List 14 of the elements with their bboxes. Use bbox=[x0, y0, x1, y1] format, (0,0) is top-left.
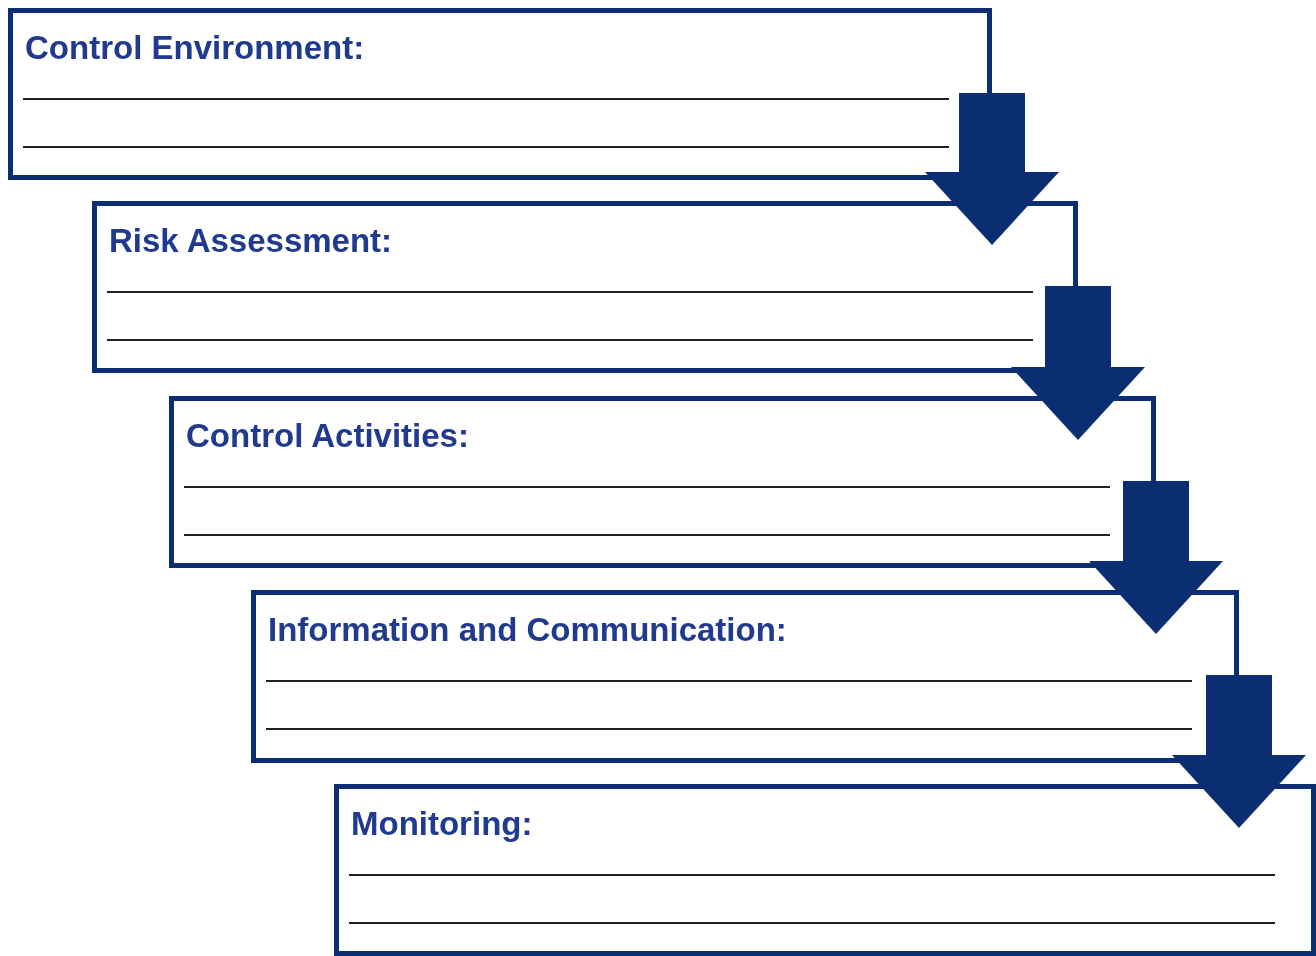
form-box bbox=[92, 201, 1078, 373]
block-arrow bbox=[925, 93, 1059, 245]
form-box bbox=[334, 784, 1316, 956]
section-heading: Information and Communication: bbox=[268, 610, 787, 650]
section-heading: Control Environment: bbox=[25, 28, 365, 68]
section-heading: Control Activities: bbox=[186, 416, 469, 456]
form-box bbox=[251, 590, 1239, 763]
form-box bbox=[169, 396, 1156, 568]
form-box bbox=[8, 8, 992, 180]
section-heading: Monitoring: bbox=[351, 804, 533, 844]
section-heading: Risk Assessment: bbox=[109, 221, 393, 261]
block-arrow bbox=[1011, 286, 1145, 440]
block-arrow bbox=[1089, 481, 1223, 634]
block-arrow bbox=[1172, 675, 1306, 828]
